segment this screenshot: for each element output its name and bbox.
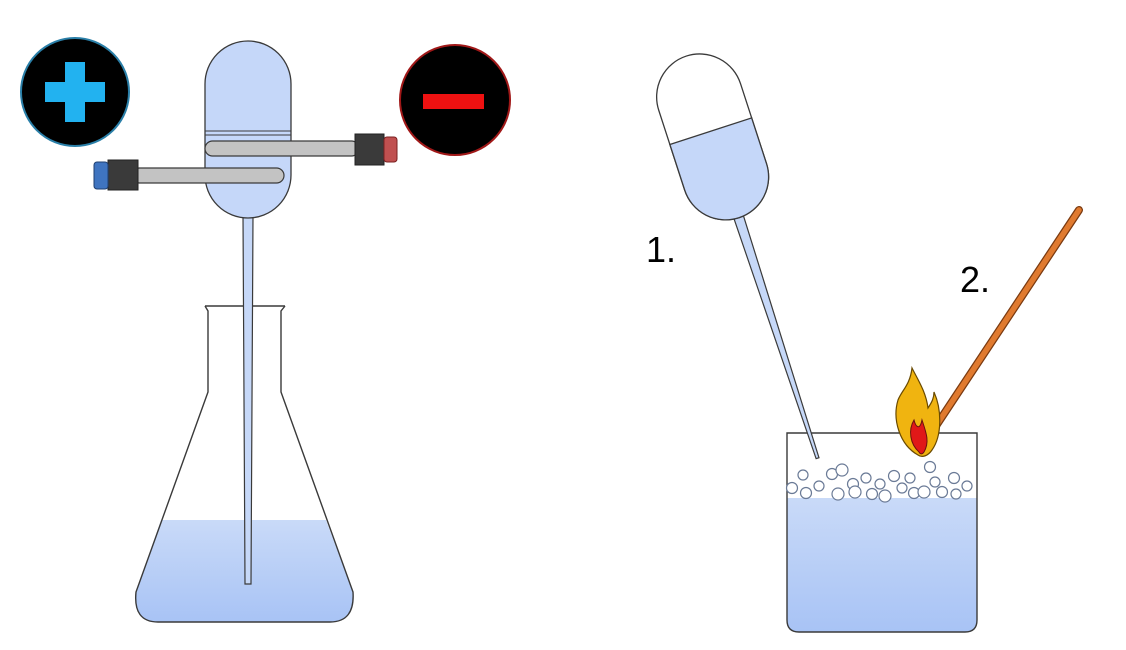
negative-terminal	[399, 44, 511, 156]
negative-electrode	[204, 133, 398, 166]
plus-icon	[45, 62, 105, 122]
burning-splint	[924, 206, 1083, 442]
pipette-stem	[732, 211, 820, 460]
gas-test-setup: 1. 2.	[646, 53, 1083, 633]
flame-outer	[895, 365, 941, 457]
negative-electrode-rod	[204, 140, 360, 157]
beaker-liquid	[787, 498, 977, 632]
positive-terminal	[20, 37, 130, 147]
positive-electrode	[93, 159, 285, 191]
flask-outline	[134, 305, 354, 623]
step-1-label: 1.	[646, 229, 676, 270]
tube-stem	[242, 215, 254, 585]
beaker-outline	[786, 432, 978, 633]
tilted-pipette	[655, 53, 820, 460]
electrolysis-setup	[20, 37, 511, 623]
beaker	[786, 432, 978, 633]
positive-tip	[93, 161, 109, 190]
negative-clamp	[354, 133, 385, 166]
positive-clamp	[107, 159, 139, 191]
minus-icon	[423, 94, 484, 109]
step-2-label: 2.	[960, 259, 990, 300]
gas-bubbles	[785, 460, 973, 503]
positive-electrode-rod	[131, 167, 285, 184]
flame-inner	[910, 418, 928, 455]
flame-icon	[895, 365, 941, 457]
tube-bulb	[204, 40, 292, 219]
pipette-liquid	[669, 117, 770, 221]
collection-tube	[204, 40, 292, 585]
negative-tip	[383, 136, 398, 163]
